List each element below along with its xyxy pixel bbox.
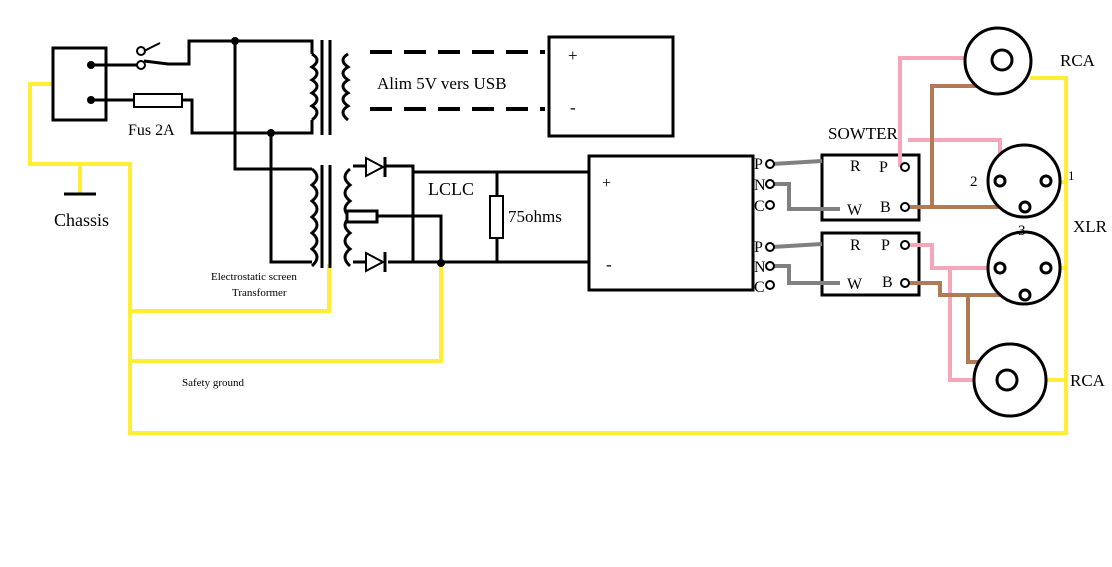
transformer-top <box>309 40 351 135</box>
diode-bottom <box>365 251 387 273</box>
chassis-label: Chassis <box>54 210 109 230</box>
xlr-label: XLR <box>1073 217 1108 236</box>
output1-p-label: P <box>754 156 763 173</box>
xlr-top-connector <box>986 143 1062 219</box>
sowter1-p-label: P <box>879 159 888 176</box>
lclc-label: LCLC <box>428 179 474 199</box>
fuse-symbol <box>133 93 183 108</box>
switch-contact <box>136 46 146 56</box>
regulator-plus-label: + <box>602 175 611 192</box>
dashed-lines <box>370 50 545 111</box>
ground-wires <box>28 76 1068 435</box>
sowter1-r-label: R <box>850 158 861 175</box>
resistor-75ohms <box>489 195 504 239</box>
transformer-bottom <box>309 165 379 268</box>
rca-top-connector <box>963 26 1033 96</box>
safety-ground-label: Safety ground <box>182 377 245 389</box>
sowter2-p-label: P <box>881 237 890 254</box>
junction-dot <box>231 37 239 45</box>
switch-contact <box>136 60 146 70</box>
sowter-label: SOWTER <box>828 124 899 143</box>
rca-bottom-connector <box>972 342 1048 418</box>
psu-minus-label: - <box>570 98 576 117</box>
rca-top-label: RCA <box>1060 51 1096 70</box>
junction-dot <box>267 129 275 137</box>
regulator-minus-label: - <box>606 255 612 274</box>
output1-c-label: C <box>754 198 765 215</box>
rca-bottom-label: RCA <box>1070 371 1106 390</box>
sowter2-b-label: B <box>882 274 893 291</box>
switch-lever <box>143 42 161 52</box>
resistor-label: 75ohms <box>508 207 562 226</box>
sowter2-r-label: R <box>850 237 861 254</box>
fuse-label: Fus 2A <box>128 122 175 139</box>
xlr-pin1-label: 1 <box>1068 168 1075 183</box>
output2-p-label: P <box>754 239 763 256</box>
xlr-pin2-label: 2 <box>970 174 978 190</box>
alim-label: Alim 5V vers USB <box>377 74 507 93</box>
sowter2-w-label: W <box>847 276 863 293</box>
xlr-pin3-label: 3 <box>1018 223 1026 239</box>
junction-dot <box>437 259 445 267</box>
sowter-terminals <box>900 162 910 288</box>
brown-wires <box>908 84 1026 364</box>
output1-n-label: N <box>754 177 766 194</box>
transformer-label-line1: Electrostatic screen <box>211 271 297 283</box>
psu-plus-label: + <box>568 46 578 65</box>
sowter1-b-label: B <box>880 199 891 216</box>
transformer-label-line2: Transformer <box>232 287 287 299</box>
chassis-terminal <box>87 96 95 104</box>
output2-n-label: N <box>754 259 766 276</box>
chassis-terminal <box>87 61 95 69</box>
sowter1-w-label: W <box>847 202 863 219</box>
regulator-terminals <box>765 159 775 290</box>
diode-top <box>365 156 387 178</box>
xlr-bottom-connector <box>986 230 1062 306</box>
output2-c-label: C <box>754 279 765 296</box>
grey-wires <box>771 159 840 285</box>
